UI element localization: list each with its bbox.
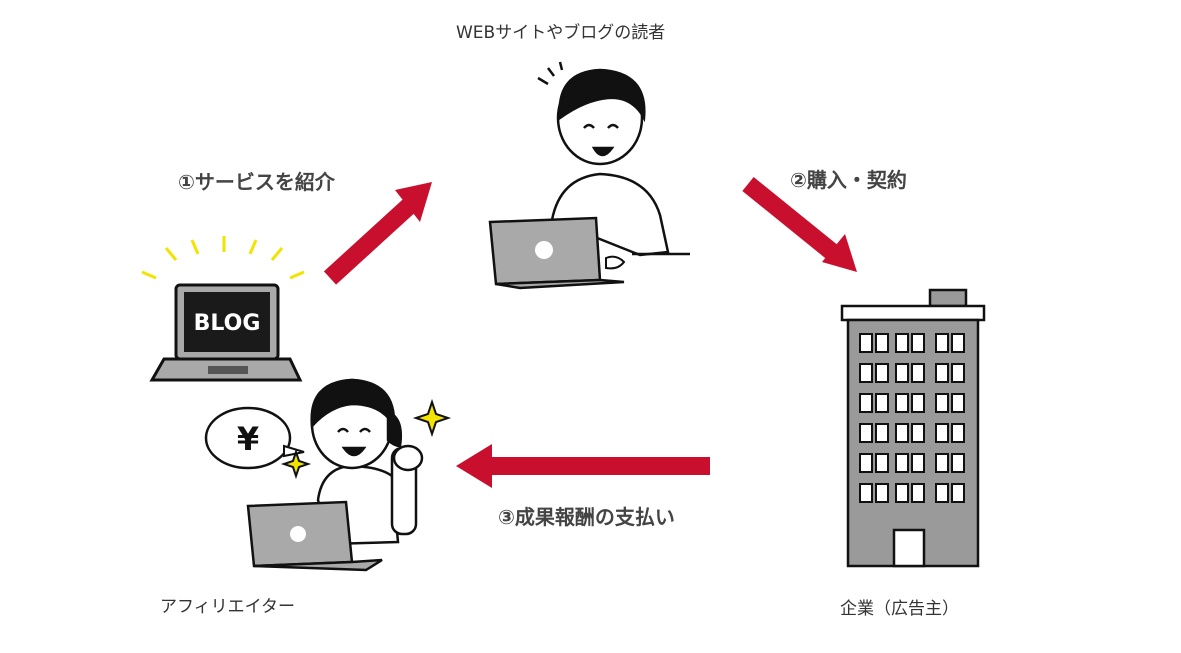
affiliate-laptop-icon	[246, 500, 383, 572]
building-window	[895, 363, 909, 383]
blog-label: BLOG	[194, 311, 261, 336]
building-window	[875, 483, 889, 503]
building-window	[935, 333, 949, 353]
building-window	[875, 393, 889, 413]
building-window	[935, 393, 949, 413]
building-windows	[859, 333, 965, 503]
yen-label: ¥	[237, 420, 259, 458]
company-label: 企業（広告主）	[840, 599, 959, 619]
building-window	[935, 453, 949, 473]
building-window	[911, 393, 925, 413]
reader-label: WEBサイトやブログの読者	[456, 23, 666, 43]
arrow-step3	[456, 444, 710, 488]
yen-speech-bubble-icon	[204, 406, 305, 470]
blog-laptop-icon	[141, 236, 305, 382]
building-window	[859, 363, 873, 383]
step3-label: ③成果報酬の支払い	[498, 505, 675, 529]
building-window	[875, 453, 889, 473]
building-window	[875, 423, 889, 443]
building-window	[895, 453, 909, 473]
building-window	[875, 333, 889, 353]
affiliate-label: アフィリエイター	[160, 597, 295, 617]
building-window	[875, 363, 889, 383]
sparkle-icon	[280, 398, 452, 480]
arrow-step2	[742, 177, 857, 272]
building-window	[911, 483, 925, 503]
building-window	[859, 333, 873, 353]
reader-person-icon	[537, 61, 690, 257]
building-window	[895, 483, 909, 503]
step2-label: ②購入・契約	[790, 168, 907, 192]
building-window	[911, 363, 925, 383]
building-window	[895, 423, 909, 443]
building-window	[935, 483, 949, 503]
reader-laptop-icon	[488, 216, 626, 290]
building-window	[911, 453, 925, 473]
building-window	[951, 453, 965, 473]
building-window	[951, 483, 965, 503]
building-window	[859, 453, 873, 473]
step1-label: ①サービスを紹介	[178, 170, 335, 194]
building-window	[951, 393, 965, 413]
building-window	[911, 333, 925, 353]
building-window	[859, 483, 873, 503]
building-window	[895, 393, 909, 413]
building-window	[859, 423, 873, 443]
building-window	[951, 363, 965, 383]
building-window	[895, 333, 909, 353]
building-window	[859, 393, 873, 413]
building-window	[935, 363, 949, 383]
building-window	[951, 423, 965, 443]
building-window	[911, 423, 925, 443]
arrow-step1	[323, 182, 432, 285]
building-window	[935, 423, 949, 443]
building-window	[951, 333, 965, 353]
